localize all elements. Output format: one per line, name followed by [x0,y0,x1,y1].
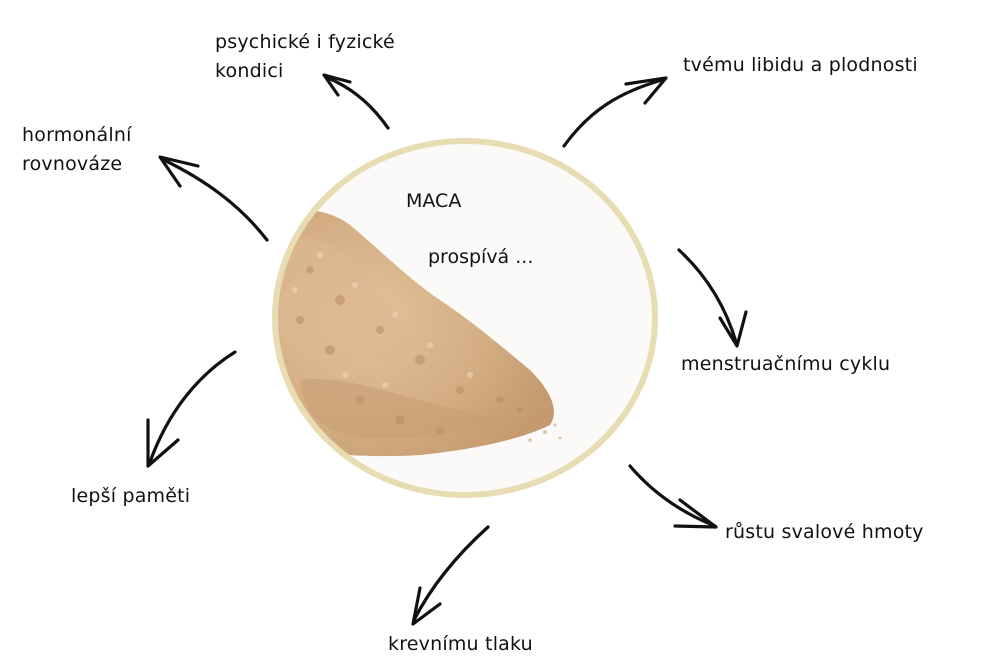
benefit-label-pamet: lepší paměti [71,485,191,507]
maca-powder-image [275,141,655,495]
arrow-menstruace [677,248,748,348]
center-title: MACA [406,190,462,212]
arrow-psychicke [322,73,390,130]
benefit-label-libido: tvému libidu a plodnosti [683,54,918,76]
benefit-label-line: psychické i fyzické [215,31,395,53]
arrow-tlak [411,525,490,626]
arrow-svaly [628,464,718,529]
benefit-label-hormonalni: hormonální rovnováze [22,121,132,179]
benefit-label-line: rovnováze [22,153,123,175]
center-subtitle: prospívá ... [428,246,534,268]
center-ring [272,138,658,498]
benefit-label-tlak: krevnímu tlaku [388,633,533,655]
arrow-hormonalni [158,155,269,242]
arrow-pamet [146,350,237,468]
benefit-label-line: hormonální [22,124,132,146]
arrow-libido [562,76,668,148]
benefit-label-psychicke: psychické i fyzické kondici [215,28,395,86]
benefit-label-svaly: růstu svalové hmoty [725,521,924,543]
benefit-label-menstruace: menstruačnímu cyklu [681,353,891,375]
benefit-label-line: kondici [215,60,284,82]
